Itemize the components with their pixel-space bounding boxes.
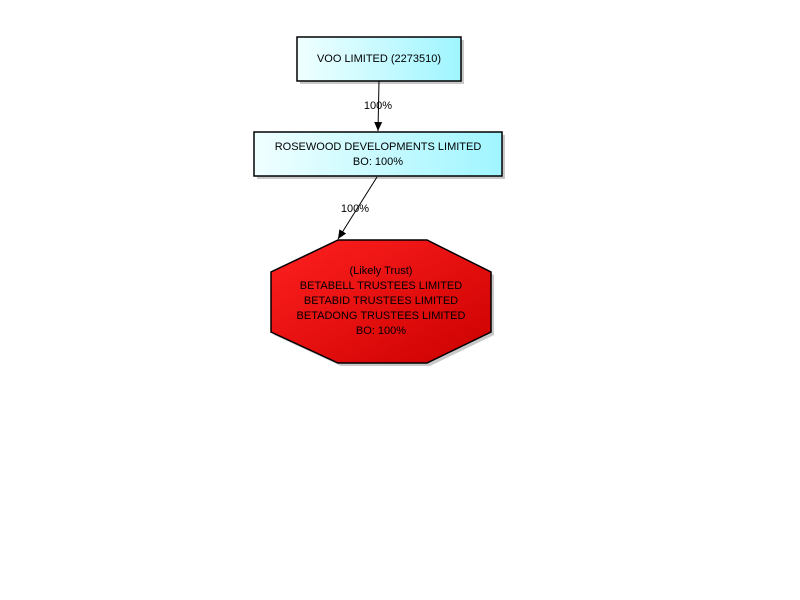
edge-arrow bbox=[337, 176, 378, 240]
node-voo-limited[interactable]: VOO LIMITED (2273510) bbox=[296, 36, 464, 84]
node-label-line5: BO: 100% bbox=[356, 325, 406, 337]
edge-label: 100% bbox=[364, 100, 392, 112]
node-label: VOO LIMITED (2273510) bbox=[317, 53, 441, 65]
node-box bbox=[296, 36, 462, 82]
edge-voo-to-rosewood: 100% bbox=[364, 80, 392, 132]
node-likely-trust[interactable]: (Likely Trust) BETABELL TRUSTEES LIMITED… bbox=[270, 239, 494, 366]
edge-label: 100% bbox=[341, 203, 369, 215]
node-label-line1: ROSEWOOD DEVELOPMENTS LIMITED bbox=[275, 141, 482, 153]
node-box bbox=[253, 131, 503, 177]
node-label-line1: (Likely Trust) bbox=[350, 265, 413, 277]
edge-arrow bbox=[374, 80, 383, 132]
node-label-line2: BO: 100% bbox=[353, 156, 403, 168]
edge-rosewood-to-trust: 100% bbox=[337, 176, 378, 240]
node-label-line2: BETABELL TRUSTEES LIMITED bbox=[300, 280, 462, 292]
node-label-line3: BETABID TRUSTEES LIMITED bbox=[304, 295, 458, 307]
node-octagon bbox=[270, 239, 492, 364]
node-label-line4: BETADONG TRUSTEES LIMITED bbox=[297, 310, 466, 322]
node-rosewood-developments[interactable]: ROSEWOOD DEVELOPMENTS LIMITED BO: 100% bbox=[253, 131, 505, 179]
